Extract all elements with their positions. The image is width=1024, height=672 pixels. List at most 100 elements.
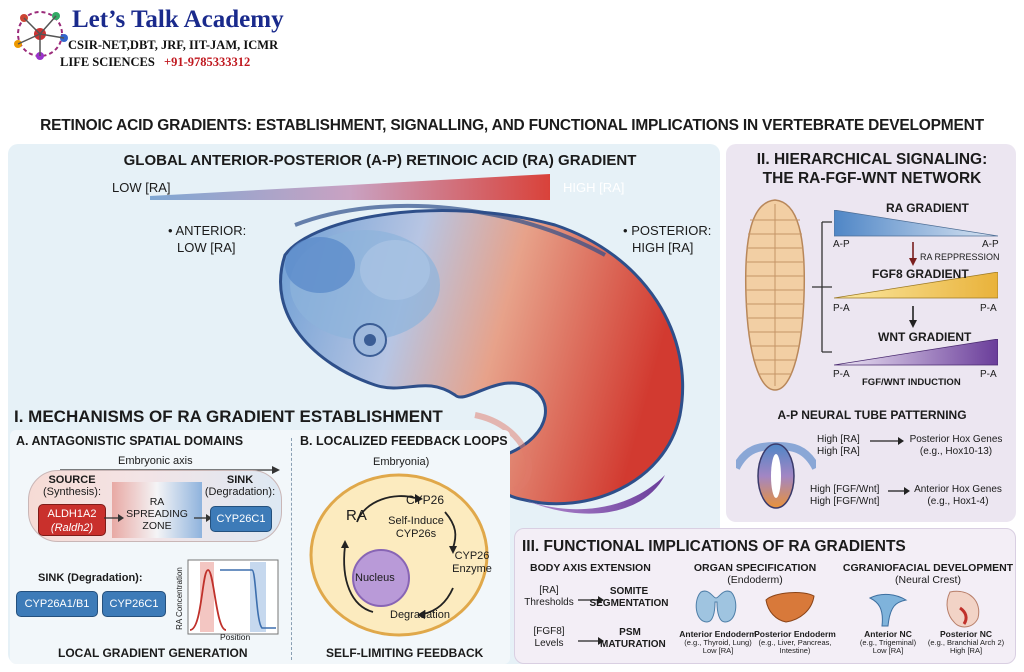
section3-heading: III. FUNCTIONAL IMPLICATIONS OF RA GRADI… (522, 538, 906, 555)
ra-thresholds-l1: [RA] (539, 585, 559, 596)
degradation-label: Degradation (390, 609, 450, 621)
anterior-dot-icon: • (168, 223, 173, 238)
post-nc-eg: (e.g., Branchial Arch 2) (927, 638, 1005, 647)
loop-ra: RA (346, 507, 367, 524)
ant-endo: Anterior Endoderm (679, 629, 757, 639)
embryo-illustration (279, 203, 685, 514)
logo-phone: +91-9785333312 (163, 55, 251, 69)
organ-sub: (Endoderm) (727, 574, 783, 586)
induction-arrow-icon (909, 306, 917, 328)
body-heading: BODY AXIS EXTENSION (530, 562, 651, 574)
source-label: SOURCE (48, 474, 96, 486)
hox-arrow-1-icon (870, 437, 904, 445)
section2-heading-l2: THE RA-FGF-WNT NETWORK (762, 170, 982, 187)
neural-heading: A-P NEURAL TUBE PATTERNING (777, 408, 967, 422)
hox-arrow-2-icon (888, 487, 910, 495)
sink2-box1: CYP26A1/B1 (16, 591, 98, 617)
fgf8-title: FGF8 GRADIENT (872, 267, 969, 281)
ant-nc-eg: (e.g., Trigeminal) (859, 638, 917, 647)
high-ra-1: High [RA] (817, 434, 860, 445)
post-endo-eg2: Intestine) (779, 646, 811, 656)
nucleus-label: Nucleus (355, 572, 395, 584)
source-gene-alias: (Raldh2) (50, 522, 94, 534)
section1b-sub: Embryonia) (373, 456, 430, 468)
trigeminal-nc-icon (868, 593, 908, 627)
footer-a: LOCAL GRADIENT GENERATION (58, 646, 248, 660)
wnt-wedge (834, 339, 998, 366)
zone-line1: RA (149, 496, 165, 508)
graph-ylabel: RA Concentration (174, 567, 184, 630)
cranio-heading: CGRANIOFACIAL DEVELOPMENT (842, 562, 1014, 574)
cell-illustration (309, 473, 489, 637)
wnt-pa-left: P-A (833, 369, 850, 380)
self-induce-target: CYP26s (395, 528, 437, 540)
bracket-icon (812, 221, 832, 353)
post-nc: Posterior NC (940, 629, 992, 639)
branchial-arch-icon (946, 590, 980, 628)
source-gene: ALDH1A2 (47, 508, 97, 520)
psm-arrow-icon (578, 637, 604, 645)
fgf8-levels-l2: Levels (534, 638, 564, 649)
global-heading: GLOBAL ANTERIOR-POSTERIOR (A-P) RETINOIC… (123, 152, 637, 169)
graph-xlabel: Position (220, 632, 251, 642)
fgf8-pa-right: P-A (980, 303, 997, 314)
repression-label: RA REPPRESSION (920, 252, 1000, 262)
posterior-hox: Posterior Hox Genes (909, 434, 1003, 445)
source-sublabel: (Synthesis): (42, 486, 102, 498)
page-title: RETINOIC ACID GRADIENTS: ESTABLISHMENT, … (40, 117, 984, 134)
ra-ap-left: A-P (833, 239, 850, 250)
anterior-hox-eg: (e.g., Hox1-4) (927, 496, 989, 507)
enzyme-l2: Enzyme (452, 563, 492, 575)
source-box: ALDH1A2 (Raldh2) (38, 504, 106, 536)
cranio-sub: (Neural Crest) (895, 574, 961, 586)
enzyme-l1: CYP26 (454, 550, 490, 562)
molecule-logo-icon (14, 11, 68, 60)
ra-thresholds-l2: Thresholds (524, 597, 574, 608)
embryonic-axis-label: Embryonic axis (118, 455, 193, 467)
sink-label: SINK (226, 474, 254, 486)
ra-ap-right: A-P (982, 239, 999, 250)
ra-gradient-title: RA GRADIENT (886, 201, 969, 215)
high-ra-label: HIGH [RA] (563, 180, 625, 195)
high-fgf-1: High [FGF/Wnt] (810, 484, 880, 495)
ant-endo-ra: Low [RA] (702, 646, 734, 656)
post-endo-eg: (e.g., Liver, Pancreas, (758, 638, 832, 647)
somite-l2: SEGMENTATION (589, 598, 669, 609)
organ-heading: ORGAN SPECIFICATION (693, 562, 817, 574)
induction-label: FGF/WNT INDUCTION (862, 377, 961, 388)
zone-line3: ZONE (142, 520, 172, 532)
low-ra-label: LOW [RA] (112, 180, 171, 195)
ant-nc-ra: Low [RA] (872, 646, 904, 656)
logo: Let’s Talk Academy CSIR-NET,DBT, JRF, II… (6, 4, 346, 76)
fgf8-levels-l1: [FGF8] (533, 626, 565, 637)
psm-l2: MATURATION (600, 639, 666, 650)
section2-heading-l1: II. HIERARCHICAL SIGNALING: (756, 151, 988, 168)
post-endo: Posterior Endoderm (754, 629, 836, 639)
global-gradient-bar (150, 174, 550, 200)
anterior-hox: Anterior Hox Genes (914, 484, 1002, 495)
anterior-value: LOW [RA] (177, 240, 236, 255)
somite-l1: SOMITE (609, 586, 649, 597)
post-nc-ra: High [RA] (949, 646, 983, 656)
fgf8-wedge (834, 272, 998, 299)
posterior-hox-eg: (e.g., Hox10-13) (919, 446, 993, 457)
zone-arrows-icon (104, 514, 212, 522)
section1a-heading: A. ANTAGONISTIC SPATIAL DOMAINS (16, 434, 244, 448)
logo-name: Let’s Talk Academy (72, 6, 284, 33)
anterior-label: ANTERIOR: (175, 223, 247, 238)
repression-arrow-icon (909, 242, 917, 266)
ra-gradient-wedge (834, 210, 998, 237)
high-ra-2: High [RA] (817, 446, 860, 457)
wnt-pa-right: P-A (980, 369, 997, 380)
section1-heading: I. MECHANISMS OF RA GRADIENT ESTABLISHME… (14, 407, 443, 426)
fgf8-pa-left: P-A (833, 303, 850, 314)
posterior-label: POSTERIOR: (631, 223, 712, 238)
self-induce: Self-Induce (388, 515, 444, 527)
somite-arrow-icon (578, 596, 604, 604)
zone-line2: SPREADING (126, 508, 188, 520)
posterior-value: HIGH [RA] (632, 240, 694, 255)
spreading-zone: RA SPREADING ZONE (112, 482, 202, 538)
segmented-embryo-icon (744, 199, 806, 391)
ant-endo-eg: (e.g., Thyroid, Lung) (684, 638, 752, 647)
sink2-box2: CYP26C1 (102, 591, 166, 617)
